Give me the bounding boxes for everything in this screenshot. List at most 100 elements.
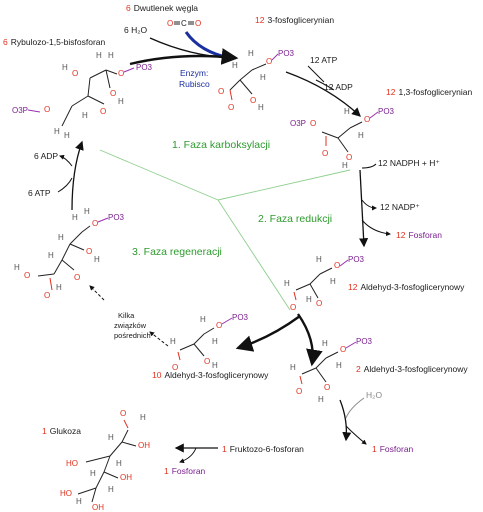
svg-text:O: O [167,19,173,28]
pga-to-bpg-arrow [285,71,361,117]
svg-text:O3P: O3P [290,119,306,128]
svg-text:HO: HO [66,459,78,468]
phase-carboxylation-label: 1. Faza karboksylacji [172,139,270,151]
svg-text:H: H [322,339,328,348]
svg-text:O: O [204,357,210,366]
svg-text:O: O [218,87,224,96]
rubp-molecule: PO3 O H H O H O H O H O O3P H H [12,51,153,140]
g3p10-molecule: PO3 O H H O H O H [170,313,249,372]
g3p-to-regeneration-arrow [235,315,301,352]
water-in-label: 6 H₂O [124,25,148,35]
svg-text:H: H [116,459,122,468]
intermediates-label-1: Kilka [118,311,135,320]
svg-text:H: H [48,251,54,260]
svg-text:PO3: PO3 [136,63,153,72]
water-branch [345,397,365,419]
nadp-branch [361,199,377,211]
atp-12-label: 12 ATP [310,55,338,65]
svg-text:O: O [195,19,201,28]
svg-text:O: O [120,409,126,418]
svg-text:H: H [108,51,114,60]
enzyme-label-2: Rubisco [179,79,210,89]
svg-text:O: O [216,321,222,330]
adp-branch [315,79,335,91]
svg-text:PO3: PO3 [348,255,365,264]
svg-text:H: H [336,361,342,370]
svg-text:H: H [342,161,348,170]
svg-text:PO3: PO3 [356,337,373,346]
svg-text:H: H [96,51,102,60]
svg-text:O: O [92,219,98,228]
bpg-to-g3p-arrow [359,169,369,248]
g3p-to-product-arrow [297,313,323,367]
svg-text:H: H [212,361,218,370]
svg-text:O: O [24,271,30,280]
intermediates-label-2: związków [114,321,147,330]
atp-6-label: 6 ATP [28,188,51,198]
svg-text:H: H [64,131,70,140]
svg-text:H: H [212,337,218,346]
enzyme-label-1: Enzym: [180,68,208,78]
co2-fixation-arrow [184,31,231,60]
svg-text:O: O [172,363,178,372]
intermediates-label-3: pośrednich [114,331,151,340]
atp-6-branch [57,177,73,193]
svg-text:H: H [248,49,254,58]
svg-text:H: H [84,207,90,216]
phase-regeneration-label: 3. Faza regeneracji [132,246,222,258]
svg-text:H: H [90,469,96,478]
pga-molecule: PO3 O H H H O H O O [218,49,295,112]
from-intermediates-arrow [89,285,105,301]
svg-text:H: H [344,107,350,116]
svg-text:O3P: O3P [12,106,28,115]
ru5p-to-rubp-arrow [71,140,84,211]
co2-molecule: O C O [167,19,201,28]
svg-text:O: O [118,69,124,78]
svg-text:O: O [44,105,50,114]
nadp-label: 12 NADP⁺ [380,202,420,212]
svg-text:HO: HO [60,489,72,498]
svg-text:PO3: PO3 [278,49,295,58]
svg-text:H: H [62,63,68,72]
atp-branch [307,65,325,83]
nadph-branch [361,163,377,169]
svg-text:H: H [14,263,20,272]
glucose-molecule: O H OH H HO H OH H HO H OH H [60,409,150,512]
water-out-label: H₂O [366,390,382,400]
svg-text:H: H [290,363,296,372]
svg-text:O: O [110,89,116,98]
to-intermediates-arrow [149,331,169,347]
bpg-molecule: PO3 O H H O H O O3P O [290,107,395,170]
svg-text:H: H [232,61,238,70]
svg-text:O: O [86,247,92,256]
svg-text:H: H [108,485,114,494]
adp-12-label: 12 ADP [324,82,353,92]
svg-text:H: H [316,255,322,264]
svg-text:O: O [316,299,322,308]
svg-text:H: H [306,295,312,304]
svg-text:H: H [318,395,324,404]
svg-text:H: H [330,277,336,286]
svg-text:O: O [290,303,296,312]
phase-divider [99,149,351,311]
svg-text:H: H [260,73,266,82]
ru5p-molecule: PO3 O H H O H H O H O H O H [14,207,125,300]
svg-text:H: H [118,97,124,106]
svg-text:O: O [72,69,78,78]
svg-text:PO3: PO3 [378,107,395,116]
adp-6-label: 6 ADP [34,151,58,161]
svg-text:O: O [346,153,352,162]
svg-text:H: H [82,111,88,120]
svg-text:H: H [54,127,60,136]
svg-text:H: H [200,315,206,324]
svg-text:H: H [358,131,364,140]
